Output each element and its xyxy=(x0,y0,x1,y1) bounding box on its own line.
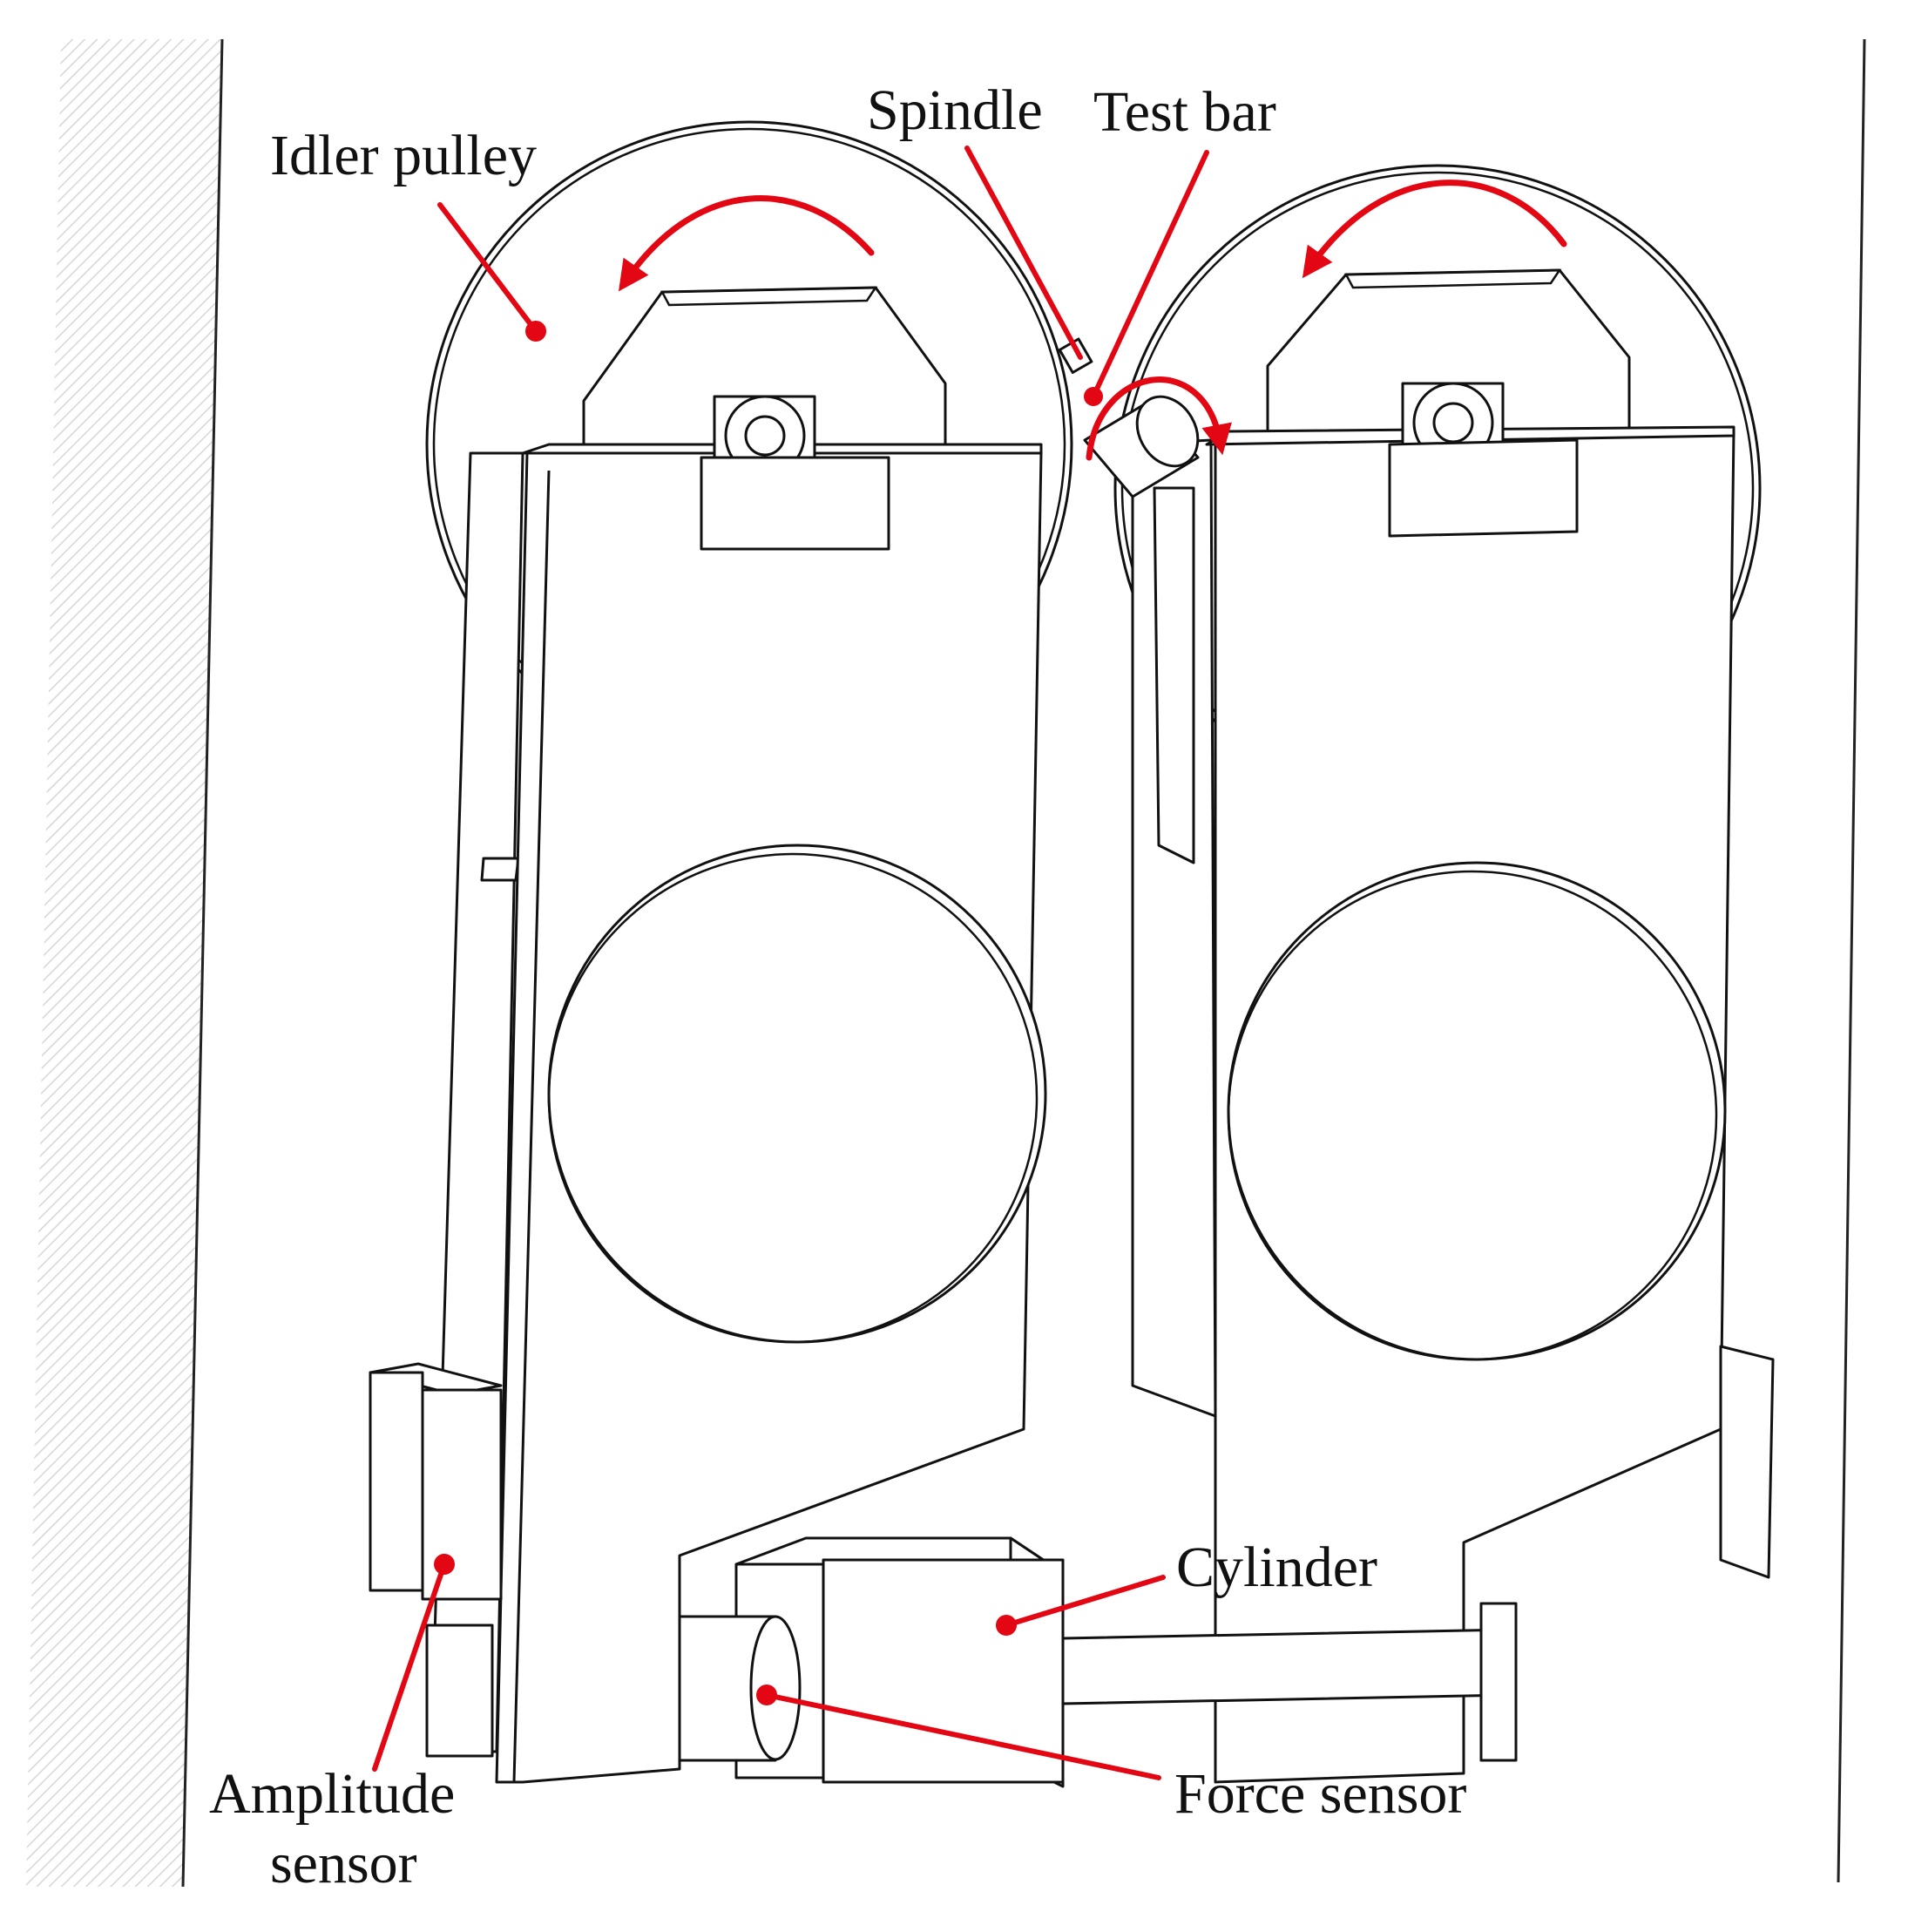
cylinder-rod xyxy=(1061,1602,1518,1762)
label-idler-pulley: Idler pulley xyxy=(270,124,537,187)
left-pulley-rotation-arrow xyxy=(618,195,875,292)
left-plate-circle xyxy=(547,844,1047,1344)
label-spindle: Spindle xyxy=(867,78,1043,142)
force-sensor-callout-dot xyxy=(756,1685,777,1705)
test-bar-callout-line xyxy=(1091,150,1209,399)
cylinder-callout-dot xyxy=(996,1615,1017,1636)
right-side-bracket xyxy=(1719,1345,1775,1579)
idler-pulley-callout-line xyxy=(437,202,538,334)
label-test-bar: Test bar xyxy=(1093,80,1276,144)
cylinder-callout-line xyxy=(1004,1575,1166,1628)
test-bar xyxy=(1083,395,1200,498)
test-bar-rotation-arrow xyxy=(1086,376,1232,461)
label-cylinder: Cylinder xyxy=(1176,1535,1377,1599)
right-plate-slot xyxy=(1153,486,1195,864)
right-plate-circle xyxy=(1227,861,1727,1361)
right-bearing-block xyxy=(1388,382,1579,538)
left-plate-front-edge xyxy=(512,470,551,1783)
spindle-callout-line xyxy=(964,146,1083,360)
label-amplitude-sensor-line1: Amplitude xyxy=(209,1762,455,1826)
idler-pulley-callout-dot xyxy=(525,321,546,342)
left-bracket-top-edge xyxy=(660,286,878,307)
spindle xyxy=(1058,337,1093,374)
left-bearing-block xyxy=(700,395,890,551)
force-sensor-callout-line xyxy=(764,1692,1161,1780)
right-bracket-top-edge xyxy=(1343,268,1562,289)
label-force-sensor: Force sensor xyxy=(1174,1762,1466,1826)
test-bar-callout-dot xyxy=(1084,387,1103,406)
left-plate-notch xyxy=(480,857,520,882)
right-pulley-rotation-arrow xyxy=(1302,180,1567,279)
amplitude-sensor-callout-line xyxy=(372,1562,447,1772)
force-sensor xyxy=(678,1615,802,1762)
left-wall xyxy=(26,38,224,1888)
amplitude-sensor-callout-dot xyxy=(434,1554,455,1575)
label-amplitude-sensor-line2: sensor xyxy=(270,1832,417,1895)
right-wall-edge xyxy=(1837,38,1866,1883)
